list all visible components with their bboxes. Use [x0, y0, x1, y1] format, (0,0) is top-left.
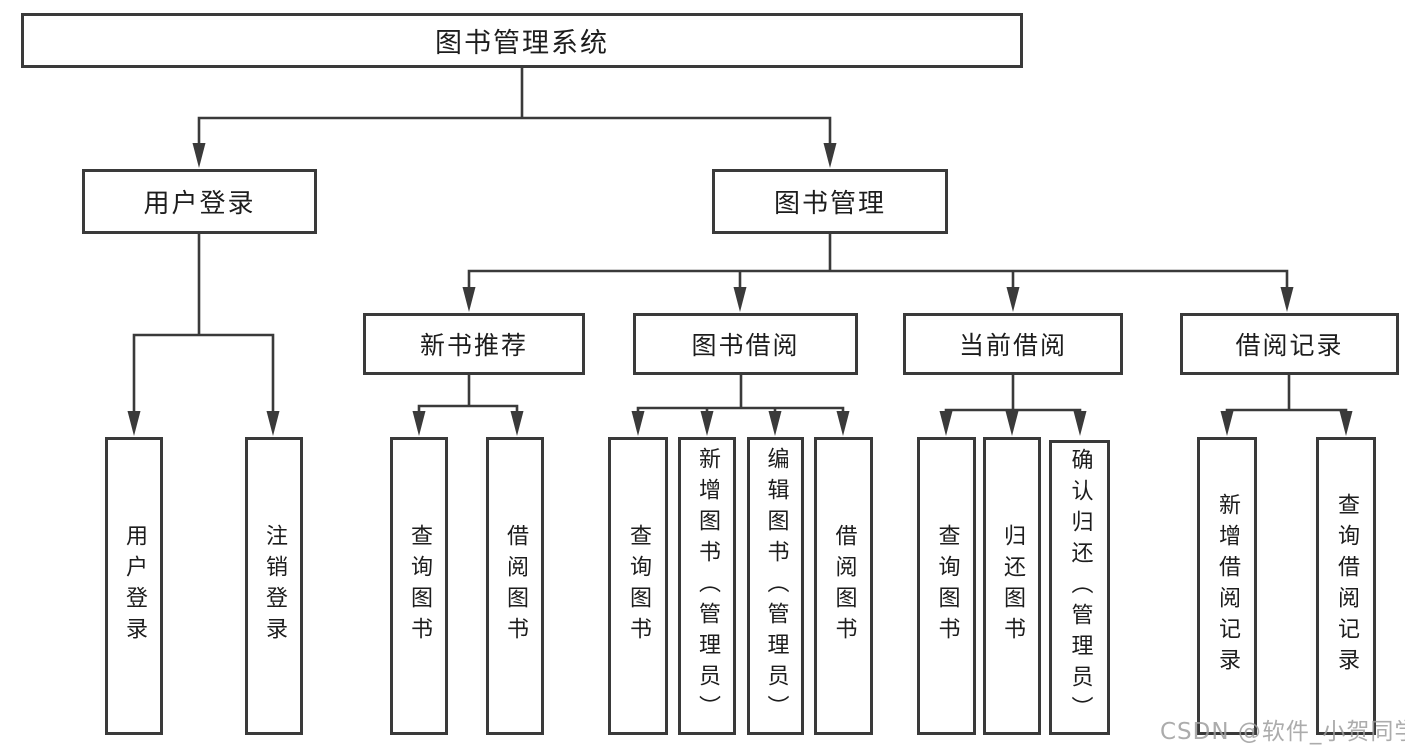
node-book-borrow: 图书借阅	[633, 313, 858, 375]
node-leaf-return-book: 归还图书	[983, 437, 1041, 735]
node-leaf-borrow-book-recommend-label: 借阅图书	[503, 524, 528, 648]
node-leaf-edit-book-admin: 编辑图书（管理员）	[747, 437, 804, 735]
node-leaf-query-borrow-record: 查询借阅记录	[1316, 437, 1376, 735]
node-library-system: 图书管理系统	[21, 13, 1023, 68]
node-book-management: 图书管理	[712, 169, 948, 234]
node-leaf-borrow-book-label: 借阅图书	[831, 524, 857, 648]
node-leaf-query-book-borrow: 查询图书	[608, 437, 668, 735]
node-leaf-query-book-current-label: 查询图书	[934, 524, 960, 648]
node-user-login: 用户登录	[82, 169, 317, 234]
node-current-borrow-label: 当前借阅	[958, 331, 1067, 360]
node-current-borrow: 当前借阅	[903, 313, 1123, 375]
node-leaf-add-book-admin: 新增图书（管理员）	[678, 437, 736, 735]
node-leaf-add-borrow-record: 新增借阅记录	[1197, 437, 1257, 735]
node-library-system-label: 图书管理系统	[435, 28, 609, 59]
node-borrow-records-label: 借阅记录	[1235, 331, 1344, 360]
node-leaf-query-book-borrow-label: 查询图书	[626, 524, 651, 648]
node-leaf-borrow-book: 借阅图书	[814, 437, 873, 735]
node-leaf-query-borrow-record-label: 查询借阅记录	[1334, 493, 1359, 679]
node-user-login-label: 用户登录	[143, 189, 256, 219]
node-new-book-recommend: 新书推荐	[363, 313, 585, 375]
node-leaf-query-book-recommend-label: 查询图书	[407, 524, 432, 648]
node-leaf-logout: 注销登录	[245, 437, 303, 735]
node-leaf-logout-label: 注销登录	[262, 524, 287, 648]
node-leaf-user-login-label: 用户登录	[122, 524, 147, 648]
node-leaf-borrow-book-recommend: 借阅图书	[486, 437, 544, 735]
node-leaf-user-login: 用户登录	[105, 437, 163, 735]
node-leaf-query-book-recommend: 查询图书	[390, 437, 448, 735]
node-leaf-confirm-return-admin-label: 确认归还（管理员）	[1067, 448, 1093, 727]
node-book-management-label: 图书管理	[773, 189, 886, 219]
node-leaf-edit-book-admin-label: 编辑图书（管理员）	[763, 446, 789, 726]
node-leaf-confirm-return-admin: 确认归还（管理员）	[1049, 440, 1110, 735]
csdn-watermark: CSDN @软件_小贺同学	[1160, 719, 1405, 745]
node-leaf-query-book-current: 查询图书	[917, 437, 976, 735]
node-leaf-add-book-admin-label: 新增图书（管理员）	[695, 446, 720, 726]
node-book-borrow-label: 图书借阅	[691, 331, 800, 360]
node-borrow-records: 借阅记录	[1180, 313, 1399, 375]
node-leaf-return-book-label: 归还图书	[1000, 524, 1025, 648]
node-new-book-recommend-label: 新书推荐	[419, 331, 528, 360]
node-leaf-add-borrow-record-label: 新增借阅记录	[1215, 493, 1240, 679]
